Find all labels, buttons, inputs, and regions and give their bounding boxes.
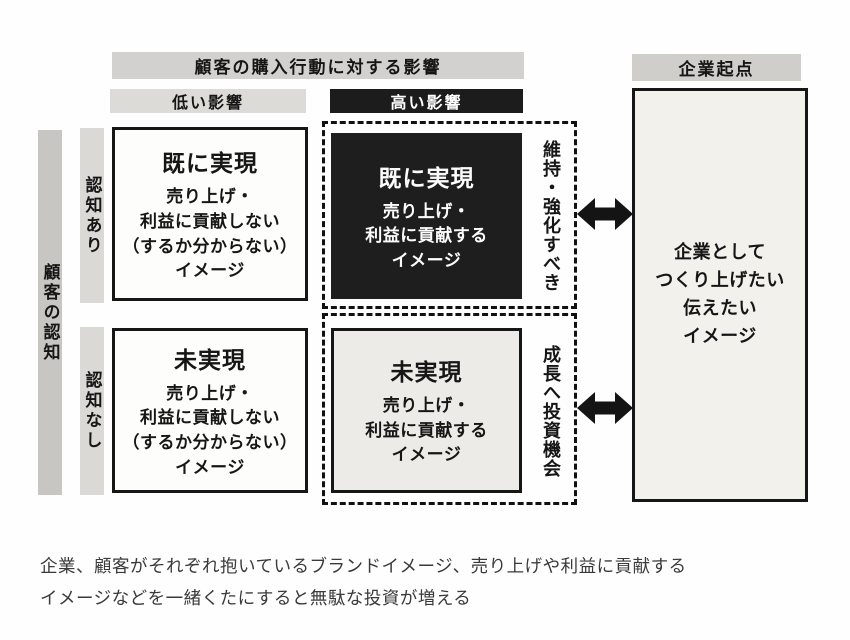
axis-row-not-recognized: 認知なし [80,327,104,495]
caption-line: 企業、顧客がそれぞれ抱いているブランドイメージ、売り上げや利益に貢献する [40,556,687,576]
quadrant-line: 利益に貢献する [365,226,488,246]
header-low-influence: 低い影響 [110,89,306,113]
caption-text: 企業、顧客がそれぞれ抱いているブランドイメージ、売り上げや利益に貢献する イメー… [40,551,830,615]
quadrant-line: 利益に貢献しない [140,211,280,231]
quadrant-line: 売り上げ・ [382,396,471,416]
quadrant-bottom-right: 未実現 売り上げ・ 利益に貢献する イメージ [331,328,522,493]
quadrant-title: 既に実現 [378,164,475,191]
company-box-line: つくり上げたい [655,270,785,291]
quadrant-bottom-left: 未実現 売り上げ・ 利益に貢献しない （するか分からない） イメージ [112,328,308,493]
quadrant-line: イメージ [391,250,462,270]
quadrant-line: イメージ [391,445,462,465]
company-box-line: 企業として [674,242,766,263]
axis-row-recognized: 認知あり [80,128,104,303]
axis-customer-recognition: 顧客の認知 [38,130,62,495]
dashed-zone-maintain [322,121,577,309]
quadrant-title: 既に実現 [162,150,258,177]
header-customer-influence: 顧客の購入行動に対する影響 [112,52,524,79]
quadrant-line: 売り上げ・ [166,383,254,403]
header-company-origin: 企業起点 [632,54,801,81]
caption-line: イメージなどを一緒くたにすると無駄な投資が増える [40,587,472,608]
company-image-box: 企業として つくり上げたい 伝えたい イメージ [632,88,808,502]
quadrant-line: （するか分からない） [122,433,298,452]
quadrant-title: 未実現 [390,359,463,386]
quadrant-line: イメージ [175,261,245,281]
label-growth-investment: 成長へ投資機会 [541,344,561,478]
quadrant-line: 売り上げ・ [382,201,471,221]
company-box-line: 伝えたい [683,298,757,318]
label-maintain-strengthen: 維持・強化すべき [541,140,561,292]
double-arrow-icon [577,392,633,424]
quadrant-line: イメージ [175,457,245,477]
quadrant-line: 利益に貢献する [365,420,488,440]
quadrant-top-right: 既に実現 売り上げ・ 利益に貢献する イメージ [331,133,522,299]
company-box-line: イメージ [683,325,757,346]
quadrant-line: 利益に貢献しない [140,408,280,428]
quadrant-top-left: 既に実現 売り上げ・ 利益に貢献しない （するか分からない） イメージ [112,127,308,301]
quadrant-title: 未実現 [174,346,246,373]
double-arrow-icon [577,198,633,230]
quadrant-line: 売り上げ・ [166,187,254,207]
quadrant-line: （するか分からない） [122,236,298,256]
dashed-zone-growth [322,313,577,505]
header-high-influence: 高い影響 [330,89,523,113]
